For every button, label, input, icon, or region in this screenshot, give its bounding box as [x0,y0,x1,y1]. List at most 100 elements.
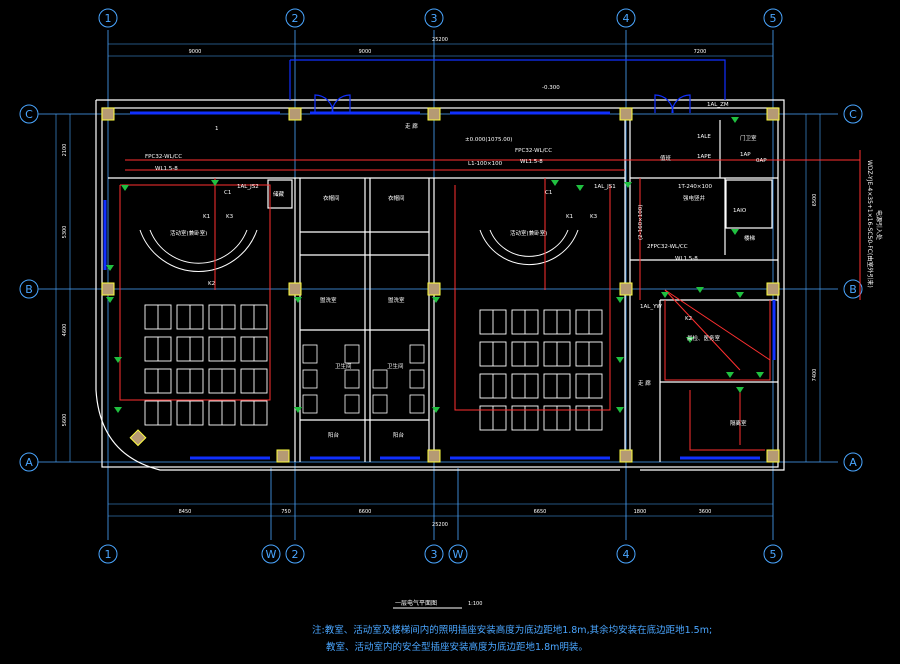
switch-k1: K1 [203,214,210,220]
light-fixture-icon [661,292,669,298]
toilet-stall [372,369,388,389]
note-line-2: 教室、活动室内的安全型插座安装高度为底边距地1.8m明装。 [326,642,588,653]
switch-c1b: C1 [545,190,552,196]
switch-k1b: K1 [566,214,573,220]
axis-right-a: A [849,456,857,469]
light-fixture-icon [616,357,624,363]
light-fixture-icon [686,337,694,343]
left-dim-2: 5300 [62,226,68,239]
wiring [119,150,861,451]
right-room-2: 隔离室 [730,419,747,427]
side-dimension-texts: 2100 5300 4600 5600 6500 7400 [62,144,818,427]
feeder-cable: WDZ-YJE-4×35+1×16-SC50-FC(由室外引来) [866,160,874,288]
light-fixture-icon [726,372,734,378]
corridor-tray: L1-100×100 [468,161,503,167]
axis-left-b: B [25,283,33,296]
stair-mark: 1 [215,126,219,132]
balcony-2: 阳台 [393,431,405,439]
toilet-stall [344,394,360,414]
axis-top-1: 1 [105,12,112,25]
ap-right-4: 0AP [756,158,767,164]
feeder-entry: 电源引入处 [875,210,883,240]
left-panel-sub: WL1.5-8 [155,166,178,172]
bottom-dim-3: 6600 [359,509,372,515]
storage-1: 衣帽间 [323,194,340,202]
axis-left-a: A [25,456,33,469]
light-fixture-icon [551,180,559,186]
light-fixture-icon [294,297,302,303]
stair-right: 楼梯 [744,234,756,242]
light-fixture-icon [114,357,122,363]
light-fixture-icon [616,407,624,413]
panel-right-top: 1T-240×100 [678,184,712,190]
axis-bottom-2: 2 [292,548,299,561]
light-fixture-icon [121,185,129,191]
axis-top-5: 5 [770,12,777,25]
toilet-stall [409,394,425,414]
axis-top-2: 2 [292,12,299,25]
axis-right-b: B [849,283,857,296]
bottom-dim-total: 25200 [432,522,448,528]
windows [103,111,776,460]
light-fixture-icon [432,297,440,303]
door-room: 门卫室 [740,134,757,142]
light-fixture-icon [576,185,584,191]
ap-right-1: 1ALE [697,134,711,140]
axis-bottom-4: 4 [623,548,630,561]
axis-top-3: 3 [431,12,438,25]
light-fixture-icon [736,387,744,393]
elevation-label: -0.300 [542,85,560,91]
note-line-1: 注:教室、活动室及楼梯间内的照明插座安装高度为底边距地1.8m,其余均安装在底边… [312,625,713,636]
right-dim-2: 7400 [812,369,818,382]
top-dimension-texts: 9000 9000 7200 25200 8450 750 6600 6650 … [179,37,712,528]
switch-room: 1AIO [733,208,747,214]
wash-2: 盥洗室 [388,296,405,304]
switch-k2b: K2 [685,316,692,322]
semicircle-seating [139,229,579,272]
axis-bottom-5: 5 [770,548,777,561]
toilet-stall [372,394,388,414]
light-fixture-icon [736,292,744,298]
design-notes: 注:教室、活动室及楼梯间内的照明插座安装高度为底边距地1.8m,其余均安装在底边… [312,622,872,656]
ap-right-2: 1APE [697,154,712,160]
toilet-stall [409,369,425,389]
fire-panel: 2FPC32-WL/CC [647,244,688,250]
axis-left-c: C [25,108,33,121]
toilet-stall [344,344,360,364]
ap-top-right: 1AL_ZM [707,102,729,108]
toilet-stall [302,369,318,389]
left-dim-4: 5600 [62,414,68,427]
ap-left: 1AL_JS2 [237,184,259,190]
top-dim-1: 9000 [189,49,202,55]
light-fixture-icon [731,229,739,235]
left-classroom: 活动室(兼卧室) [170,229,207,237]
drawing-title: 一层电气平面图 1:100 [393,599,482,609]
bottom-dim-4: 6650 [534,509,547,515]
columns [101,107,780,463]
ap-right-3: 1AP [740,152,751,158]
axis-bottom-w2: W [453,548,464,561]
light-fixture-icon [106,297,114,303]
axis-labels: 1 2 3 4 5 1 W 2 3 W 4 5 C B A C B A [25,12,857,561]
toilet-stall [344,369,360,389]
store-small: 储藏 [273,190,285,198]
right-panel: FPC32-WL/CC [515,148,552,154]
feeder-note: WDZ-YJE-4×35+1×16-SC50-FC(由室外引来) 电源引入处 [866,160,883,288]
axis-top-4: 4 [623,12,630,25]
bottom-dim-2: 750 [281,509,291,515]
light-fixture-icon [211,180,219,186]
elev-label: ±0.000(1075.00) [465,137,512,143]
toilet-stall [409,344,425,364]
right-classroom: 活动室(兼卧室) [510,229,547,237]
desks [144,304,603,431]
panel-right-top2: 强电竖井 [683,194,706,202]
switch-c1: C1 [224,190,231,196]
light-fixture-icon [731,117,739,123]
left-dim-3: 4600 [62,324,68,337]
left-panel: FPC32-WL/CC [145,154,182,160]
axis-right-c: C [849,108,857,121]
switch-k3: K3 [226,214,234,220]
small-room: 值班 [660,154,672,162]
toilet-2: 卫生间 [387,362,404,370]
room-labels: -0.300 1 走 廊 ±0.000(1075.00) FPC32-WL/CC… [145,85,767,439]
